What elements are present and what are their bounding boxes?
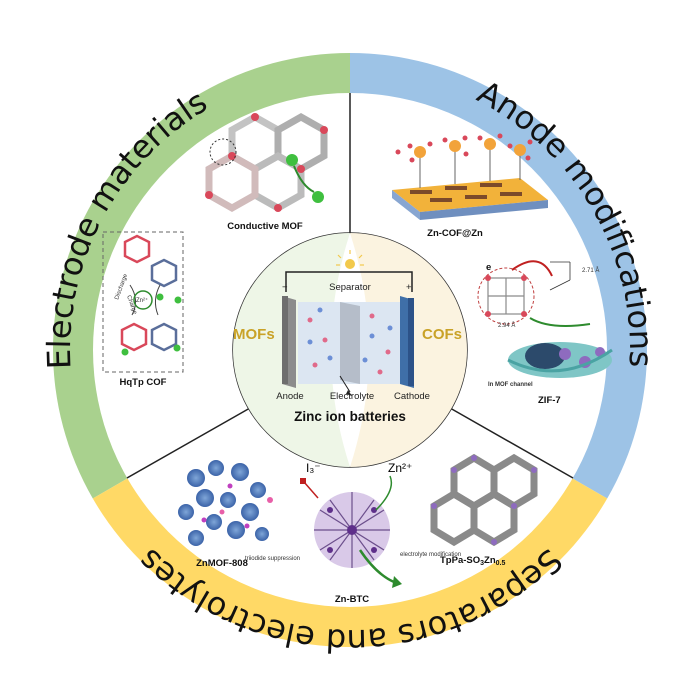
mofs-label: MOFs: [233, 326, 275, 343]
tppa-figure: [430, 453, 538, 547]
zn-cof-figure: [392, 133, 548, 220]
hqtp-cof-figure: [102, 231, 184, 373]
zif7-dist2: 2.94 Å: [498, 322, 515, 329]
zn-btc-right-note: electrolyte modification: [400, 552, 461, 558]
hqtp-zn-label: Zn²⁺: [136, 297, 148, 304]
zn-btc-figure: [300, 475, 402, 588]
center-battery-diagram: [232, 232, 468, 468]
zn-btc-i3: I₃⁻: [306, 461, 321, 475]
zif7-dist1: 2.71 Å: [582, 267, 599, 274]
conductive-mof-label: Conductive MOF: [227, 221, 303, 232]
battery-minus: −: [282, 282, 288, 293]
zif7-sublabel: In MOF channel: [488, 382, 533, 388]
zn-btc-left-note: triiodide suppression: [245, 556, 300, 562]
zn-btc-zn: Zn²⁺: [388, 461, 412, 475]
separator-label: Separator: [329, 282, 371, 293]
znmof-808-figure: [178, 460, 273, 546]
cathode-label: Cathode: [394, 391, 430, 402]
zn-cof-label: Zn-COF@Zn: [427, 228, 483, 239]
conductive-mof-figure: [205, 112, 328, 213]
battery-plus: +: [406, 282, 412, 293]
znmof-808-label: ZnMOF-808: [196, 558, 248, 569]
anode-label: Anode: [276, 391, 303, 402]
sector-dividers: [126, 93, 574, 479]
tppa-label: TpPa-SO3Zn0.5: [440, 555, 505, 567]
zif7-label: ZIF-7: [538, 395, 561, 406]
zn-btc-label: Zn-BTC: [335, 594, 369, 605]
electrolyte-label: Electrolyte: [330, 391, 374, 402]
cofs-label: COFs: [422, 326, 462, 343]
zif7-letter: e: [486, 262, 491, 273]
center-title: Zinc ion batteries: [294, 409, 406, 424]
zif7-figure: [477, 260, 613, 378]
hqtp-cof-label: HqTp COF: [120, 377, 167, 388]
